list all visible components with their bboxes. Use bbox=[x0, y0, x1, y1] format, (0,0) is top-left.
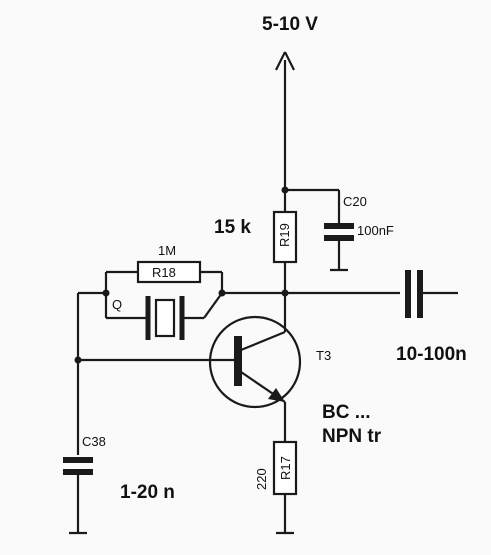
r18-value-label: 1M bbox=[158, 243, 176, 258]
r17-value-label: 220 bbox=[254, 468, 269, 490]
r19-label: R19 bbox=[277, 223, 292, 247]
output-cap-value-label: 10-100n bbox=[396, 344, 467, 365]
capacitor-c20 bbox=[324, 190, 354, 272]
collector-node bbox=[218, 289, 400, 332]
r19-value-label: 15 k bbox=[214, 217, 251, 238]
transistor-type-line2: NPN tr bbox=[322, 426, 382, 447]
resistor-r17 bbox=[272, 402, 298, 535]
c38-label: C38 bbox=[82, 434, 106, 449]
c38-value-label: 1-20 n bbox=[120, 482, 175, 503]
c20-label: C20 bbox=[343, 194, 367, 209]
crystal-label: Q bbox=[112, 297, 122, 312]
supply-voltage-label: 5-10 V bbox=[262, 14, 318, 35]
capacitor-c38 bbox=[63, 457, 93, 535]
transistor-t3 bbox=[208, 315, 302, 409]
c20-value-label: 100nF bbox=[357, 223, 394, 238]
crystal-q bbox=[102, 289, 223, 340]
transistor-type-line1: BC ... bbox=[322, 402, 371, 423]
r18-label: R18 bbox=[152, 265, 176, 280]
transistor-label: T3 bbox=[316, 348, 331, 363]
r17-label: R17 bbox=[278, 456, 293, 480]
supply-rail bbox=[275, 51, 339, 194]
output-capacitor bbox=[405, 270, 458, 318]
